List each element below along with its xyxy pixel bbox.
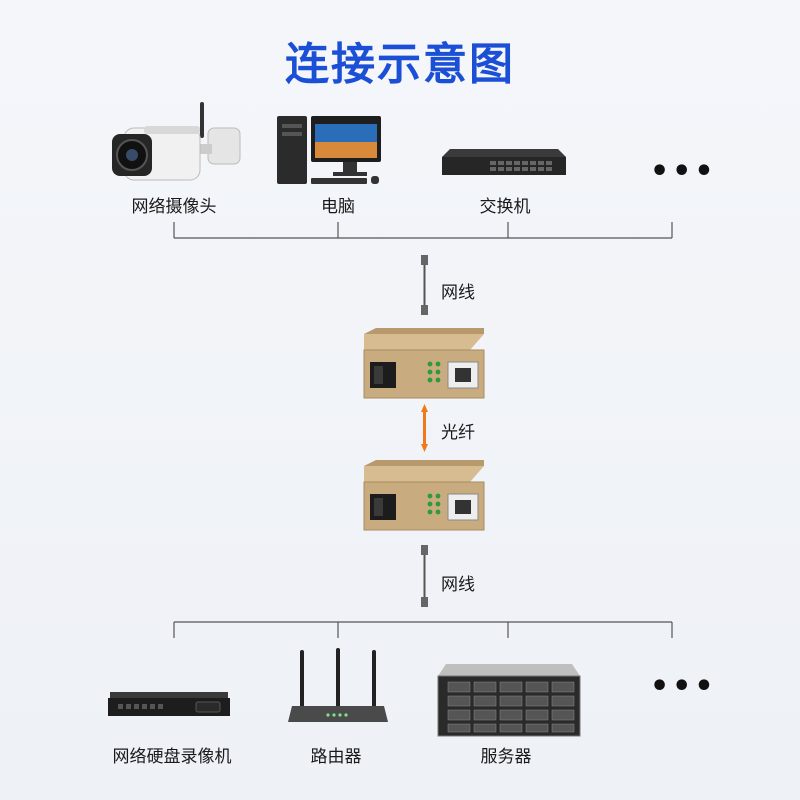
computer-icon [277,116,381,184]
device-label-router: 路由器 [310,747,362,767]
cable-label-lower: 网线 [441,575,475,595]
device-label-server: 服务器 [480,747,532,767]
ethernet-cable-upper [421,255,428,315]
more-devices-top: ••• [650,154,717,189]
device-label-nvr: 网络硬盘录像机 [112,747,232,767]
nvr-icon [108,692,230,716]
device-label-camera: 网络摄像头 [131,197,217,217]
fiber-cable [421,404,428,452]
cable-label-fiber: 光纤 [441,423,475,443]
device-label-switch: 交换机 [479,197,531,217]
router-icon [288,648,388,722]
device-label-computer: 电脑 [321,197,355,217]
server-icon [437,664,581,737]
media-converter-lower [363,460,485,531]
ip-camera-icon [112,102,241,181]
network-switch-icon [442,149,566,175]
cable-label-upper: 网线 [441,283,475,303]
more-devices-bottom: ••• [650,669,717,704]
ethernet-cable-lower [421,545,428,607]
diagram-title: 连接示意图 [285,39,515,90]
media-converter-upper [363,328,485,399]
